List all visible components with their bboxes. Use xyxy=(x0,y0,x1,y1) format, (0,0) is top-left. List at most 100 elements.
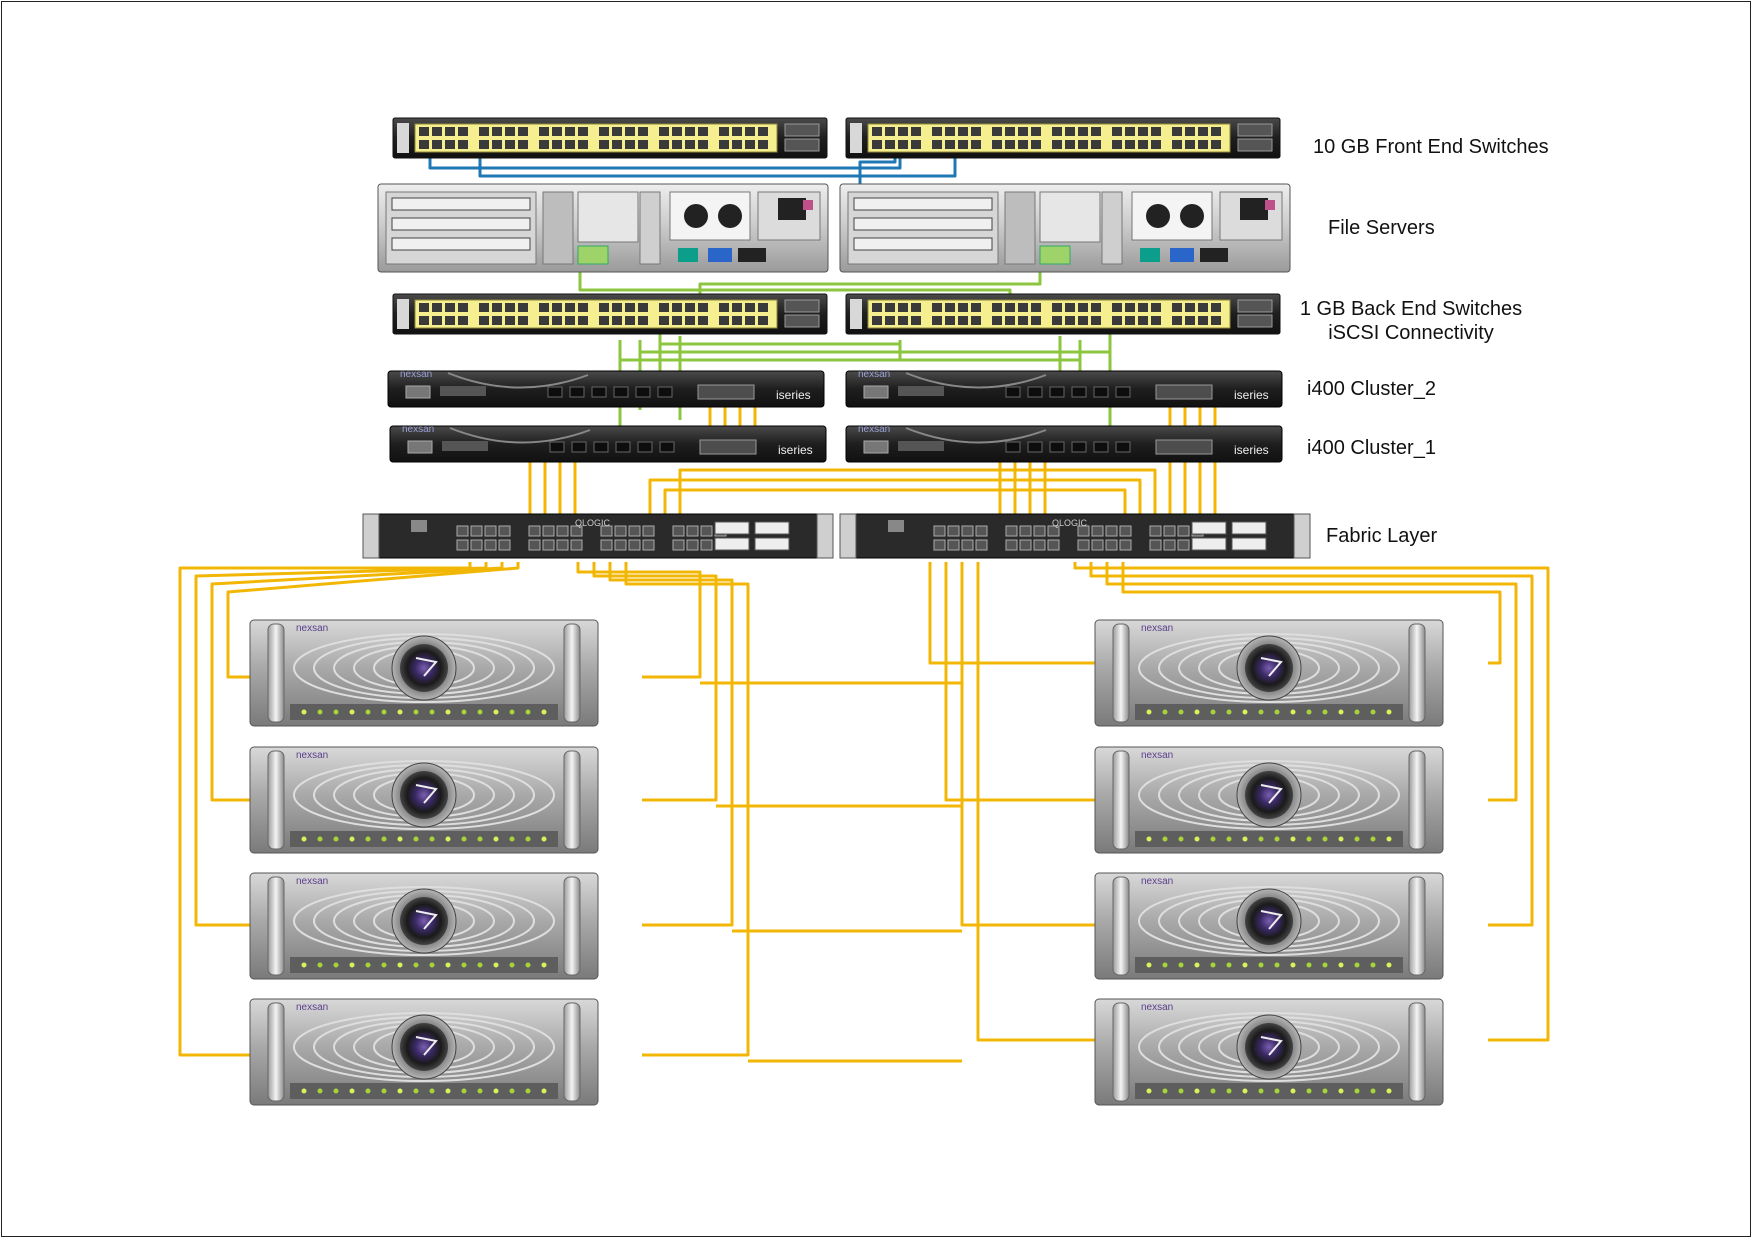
label-file-servers: File Servers xyxy=(1328,217,1435,239)
switch-port xyxy=(685,316,695,325)
switch-port xyxy=(1138,140,1148,149)
switch-port xyxy=(719,140,729,149)
switch-port xyxy=(698,140,708,149)
fc-port-block xyxy=(1155,384,1213,400)
drive-led xyxy=(1178,836,1184,842)
fc-port xyxy=(672,539,685,551)
fc-port xyxy=(961,525,974,537)
switch-port xyxy=(745,303,755,312)
bezel-arc xyxy=(293,633,555,703)
card-slot xyxy=(898,441,944,451)
switch-port xyxy=(672,127,682,136)
drive-led xyxy=(445,1088,451,1094)
fc-port xyxy=(1149,539,1162,551)
nexsan-logo: nexsan xyxy=(402,424,434,435)
power-inlet xyxy=(1240,198,1268,220)
switch-port xyxy=(1005,316,1015,325)
drive-led xyxy=(1194,962,1200,968)
switch-port xyxy=(518,140,528,149)
devices: nexsaniseriesnexsaniseriesnexsaniseriesn… xyxy=(249,117,1444,1106)
switch-port xyxy=(518,303,528,312)
switch-port xyxy=(1091,140,1101,149)
drive-led xyxy=(1370,836,1376,842)
storage-array-right-3: nexsan xyxy=(1094,872,1444,980)
array-handle xyxy=(1112,876,1130,976)
fc-port xyxy=(1149,525,1162,537)
array-handle xyxy=(563,876,581,976)
drive-led xyxy=(1354,709,1360,715)
fc-port xyxy=(1033,525,1046,537)
switch-port-panel xyxy=(414,123,778,153)
drive-led xyxy=(1210,836,1216,842)
nexsan-logo: nexsan xyxy=(400,369,432,380)
cable-fc xyxy=(1073,562,1550,1042)
switch-port xyxy=(638,303,648,312)
switch-ear xyxy=(850,123,862,153)
switch-port xyxy=(971,140,981,149)
switch-port xyxy=(1151,303,1161,312)
ethernet-port xyxy=(1005,386,1021,398)
fc-port xyxy=(686,525,699,537)
switch-port xyxy=(932,316,942,325)
switch-port xyxy=(638,316,648,325)
switch-port xyxy=(505,303,515,312)
switch-port xyxy=(698,127,708,136)
drive-led-strip xyxy=(1135,831,1403,847)
fc-port-block xyxy=(697,384,755,400)
cable-fc xyxy=(678,468,1157,540)
drive-led-strip xyxy=(290,1083,558,1099)
drive-led xyxy=(445,962,451,968)
drive-led xyxy=(525,962,531,968)
switch-port xyxy=(599,127,609,136)
fc-port xyxy=(933,539,946,551)
drive-led xyxy=(1162,1088,1168,1094)
nexsan-logo: nexsan xyxy=(296,876,328,887)
bezel-arc xyxy=(1138,633,1400,703)
switch-port xyxy=(1005,127,1015,136)
drive-led xyxy=(1226,836,1232,842)
uplink-port xyxy=(1237,123,1273,137)
switch-port xyxy=(685,303,695,312)
uplink-port xyxy=(1237,138,1273,152)
storage-array-left-2: nexsan xyxy=(249,746,599,854)
switch-port xyxy=(885,140,895,149)
switch-port xyxy=(1138,303,1148,312)
drive-led xyxy=(333,709,339,715)
drive-led xyxy=(1258,1088,1264,1094)
label-back-end-switches-line2: iSCSI Connectivity xyxy=(1328,322,1494,344)
fan-logo-mark xyxy=(415,1036,438,1056)
switch-port xyxy=(458,140,468,149)
switch-port xyxy=(672,303,682,312)
switch-port xyxy=(625,140,635,149)
riser xyxy=(639,191,661,265)
drive-led xyxy=(1386,709,1392,715)
switch-port xyxy=(732,127,742,136)
drive-led xyxy=(317,709,323,715)
nic-port xyxy=(577,245,609,265)
switch-port xyxy=(945,140,955,149)
drive-led xyxy=(1242,962,1248,968)
switch-port xyxy=(659,127,669,136)
rack-ear xyxy=(816,513,834,559)
storage-array-left-4: nexsan xyxy=(249,998,599,1106)
switch-port xyxy=(659,316,669,325)
drive-led xyxy=(1162,836,1168,842)
label-fabric-layer: Fabric Layer xyxy=(1326,525,1438,547)
vga-port xyxy=(1170,248,1194,262)
fc-port xyxy=(961,539,974,551)
cable-fc xyxy=(624,562,750,1057)
array-handle xyxy=(267,750,285,850)
nexsan-logo: nexsan xyxy=(296,623,328,634)
switch-port xyxy=(1018,316,1028,325)
ethernet-port xyxy=(613,386,629,398)
drive-led xyxy=(429,836,435,842)
switch-ear xyxy=(397,299,409,329)
fan-hub xyxy=(400,771,448,819)
pci-slot xyxy=(391,197,531,211)
drive-led xyxy=(1194,1088,1200,1094)
vga-port xyxy=(708,248,732,262)
bezel-arc xyxy=(1138,1012,1400,1082)
drive-led xyxy=(541,836,547,842)
switch-port xyxy=(1052,316,1062,325)
